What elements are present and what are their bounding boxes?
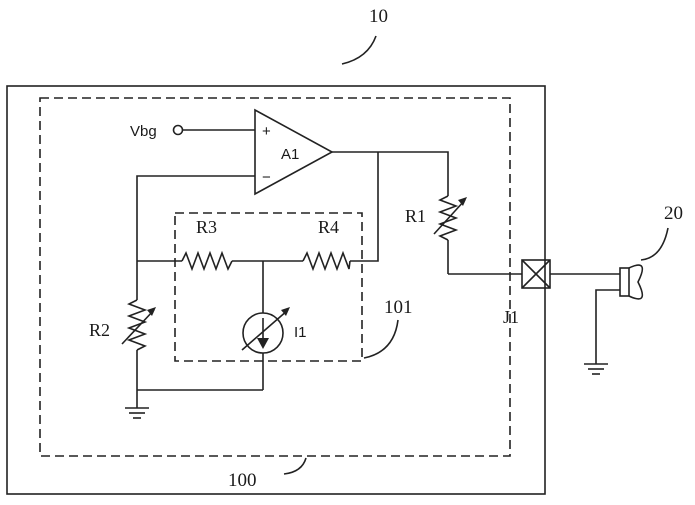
j1-cross-2 bbox=[521, 259, 551, 289]
r2-arrow-line bbox=[121, 309, 155, 345]
r1-arrow-line bbox=[433, 199, 466, 235]
label-minus: − bbox=[262, 169, 271, 186]
label-speaker-20: 20 bbox=[664, 203, 683, 224]
speaker-body bbox=[619, 267, 630, 297]
label-sub-module-101: 101 bbox=[384, 297, 413, 318]
leader-line-10 bbox=[341, 35, 377, 65]
label-plus: + bbox=[262, 123, 271, 140]
label-device-10: 10 bbox=[369, 6, 388, 27]
wire-output bbox=[332, 151, 449, 196]
vbg-terminal bbox=[172, 124, 184, 136]
resistor-r1 bbox=[437, 195, 459, 241]
wire-output-to-r4 bbox=[350, 152, 379, 262]
label-r3: R3 bbox=[196, 217, 217, 237]
i1-variable-line bbox=[241, 309, 289, 351]
opamp-a1 bbox=[254, 108, 334, 196]
label-vbg: Vbg bbox=[130, 123, 157, 140]
label-r2: R2 bbox=[89, 320, 110, 340]
leader-line-101 bbox=[363, 319, 399, 359]
resistor-r3 bbox=[181, 250, 233, 272]
label-r4: R4 bbox=[318, 217, 339, 237]
label-module-100: 100 bbox=[228, 470, 257, 491]
leader-line-20 bbox=[640, 227, 669, 261]
i1-variable-arrowhead bbox=[281, 307, 290, 316]
r1-arrowhead bbox=[458, 197, 467, 206]
label-r1: R1 bbox=[405, 206, 426, 226]
label-opamp-a1: A1 bbox=[281, 146, 299, 163]
wire-speaker-ground bbox=[595, 289, 620, 364]
speaker-cone bbox=[628, 264, 644, 300]
device-box bbox=[6, 85, 546, 495]
module-dashed-box bbox=[39, 97, 511, 457]
wire-feedback bbox=[136, 175, 255, 261]
label-j1: J1 bbox=[503, 307, 519, 327]
r2-arrowhead bbox=[147, 307, 156, 316]
label-i1: I1 bbox=[294, 324, 307, 341]
sub-module-dashed-box bbox=[174, 212, 363, 362]
i1-arrowhead bbox=[257, 338, 269, 349]
resistor-r2 bbox=[126, 299, 148, 351]
leader-line-100 bbox=[283, 457, 307, 475]
resistor-r4 bbox=[302, 250, 351, 272]
